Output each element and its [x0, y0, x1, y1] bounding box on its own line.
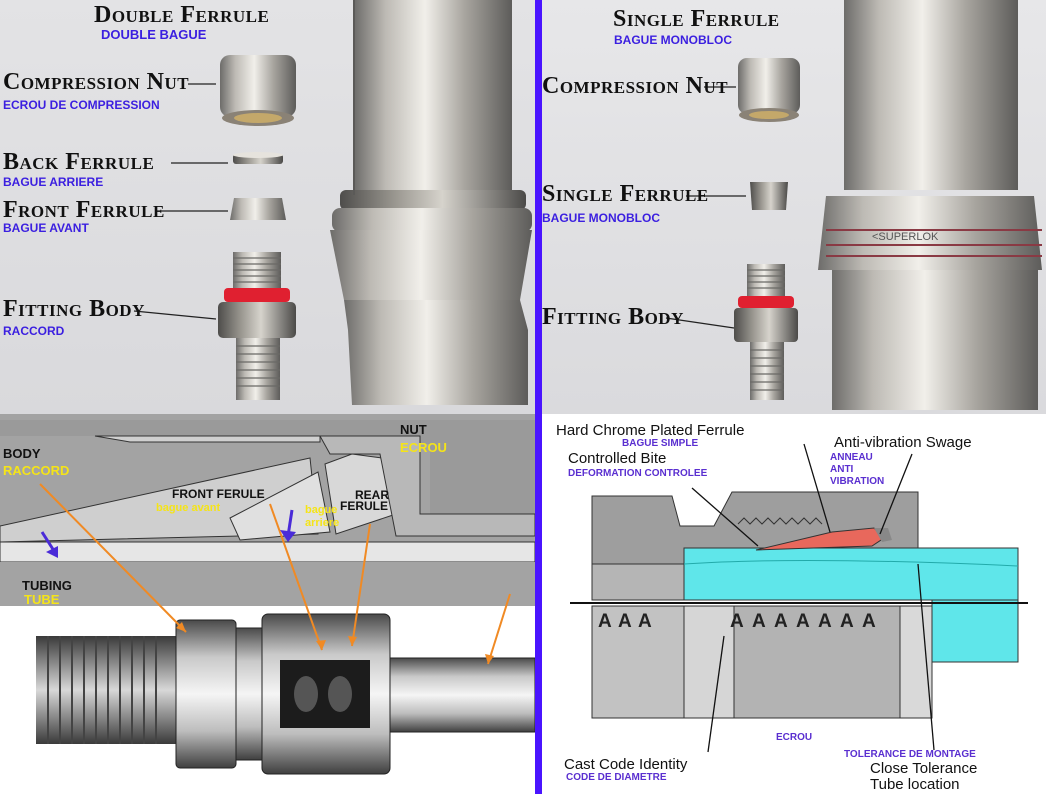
fitting-body-label-right: Fitting Body: [542, 304, 684, 330]
body-label: BODY: [3, 446, 41, 461]
ecrou-label: ECROU: [776, 732, 813, 743]
cast-code-label-fr: CODE DE DIAMETRE: [566, 772, 667, 783]
svg-text:A: A: [818, 611, 832, 632]
front-ferrule-label: Front Ferrule: [3, 197, 165, 223]
tube-section: [0, 541, 535, 563]
leader-lines-br: [691, 443, 935, 753]
rear-ferule-label-fr-1: bague: [305, 504, 338, 516]
close-tolerance-label-2: Tube location: [870, 776, 960, 793]
svg-text:A: A: [840, 611, 854, 632]
front-ferrule-photo: [230, 198, 286, 220]
svg-text:A: A: [618, 611, 632, 632]
double-ferrule-photo: [133, 0, 532, 405]
double-ferrule-title: Double Ferrule: [94, 2, 270, 28]
leader-lines-right: [665, 86, 746, 329]
anti-vibration-label-fr-1: ANNEAU: [830, 452, 873, 463]
tubing-label: TUBING: [22, 578, 72, 593]
svg-text:A: A: [730, 611, 744, 632]
front-ferule-label-fr: bague avant: [156, 502, 221, 514]
large-tube-assembly-right: <SUPERLOK: [818, 0, 1042, 410]
tube-cyan: [683, 547, 1019, 601]
compression-nut-label: Compression Nut: [3, 69, 190, 95]
nut-label: NUT: [400, 422, 427, 437]
svg-text:A: A: [796, 611, 810, 632]
nut-label-fr: ECROU: [400, 440, 447, 455]
front-ferrule-section: [229, 471, 331, 541]
svg-text:A: A: [774, 611, 788, 632]
controlled-bite-label-fr: DEFORMATION CONTROLEE: [568, 468, 708, 479]
single-ferrule-photo-part: [750, 182, 788, 210]
svg-text:A: A: [598, 611, 612, 632]
close-tolerance-label-1: Close Tolerance: [870, 760, 978, 777]
single-ferrule-title-fr: BAGUE MONOBLOC: [614, 33, 732, 47]
svg-text:A: A: [862, 611, 876, 632]
double-ferrule-panel: Double Ferrule DOUBLE BAGUE Compression …: [0, 0, 535, 414]
anti-vibration-label-fr-2: ANTI: [830, 464, 854, 475]
rear-ferule-label-1: REAR: [355, 488, 390, 502]
anti-vibration-label: Anti-vibration Swage: [834, 434, 972, 451]
tolerance-label-fr: TOLERANCE DE MONTAGE: [844, 749, 976, 760]
fitting-body-photo: [218, 252, 296, 400]
single-ferrule-photo: <SUPERLOK: [665, 0, 1042, 410]
nut-section: [319, 435, 535, 537]
back-ferrule-photo: [233, 152, 283, 164]
double-ferrule-title-fr: DOUBLE BAGUE: [101, 27, 207, 42]
fitting-body-label-fr: RACCORD: [3, 324, 65, 338]
cast-code-label: Cast Code Identity: [564, 756, 688, 773]
orange-arrowheads: [176, 622, 494, 664]
svg-text:A: A: [752, 611, 766, 632]
center-divider: [535, 0, 542, 794]
hard-chrome-label-fr: BAGUE SIMPLE: [622, 438, 699, 449]
anti-vibration-label-fr-3: VIBRATION: [830, 476, 885, 487]
rear-ferule-label-fr-2: arriere: [305, 517, 340, 529]
double-ferrule-cross-section: NUT ECROU BODY RACCORD FRONT FERULE bagu…: [0, 414, 535, 794]
superlok-engraving: <SUPERLOK: [872, 231, 939, 243]
front-ferrule-label-fr: BAGUE AVANT: [3, 221, 89, 235]
single-ferrule-label-fr: BAGUE MONOBLOC: [542, 211, 660, 225]
orange-arrows: [39, 483, 511, 665]
fitting-body-photo-right: [734, 264, 798, 400]
hard-chrome-label: Hard Chrome Plated Ferrule: [556, 422, 745, 439]
back-ferrule-label: Back Ferrule: [3, 149, 155, 175]
cutaway-fitting: [36, 613, 535, 775]
svg-text:A: A: [638, 611, 652, 632]
cross-section-drawing: [0, 414, 535, 775]
single-ferrule-panel: <SUPERLOK: [542, 0, 1046, 414]
controlled-bite-label: Controlled Bite: [568, 450, 667, 467]
fitting-body-label: Fitting Body: [3, 296, 145, 322]
compression-nut-photo-right: [738, 58, 800, 122]
back-ferrule-label-fr: BAGUE ARRIERE: [3, 175, 104, 189]
body-label-fr: RACCORD: [3, 463, 70, 478]
tubing-label-fr: TUBE: [24, 592, 60, 607]
rear-ferule-label-2: FERULE: [340, 499, 388, 513]
compression-nut-label-right: Compression Nut: [542, 73, 729, 99]
large-tube-assembly: [330, 0, 532, 405]
compression-nut-photo: [220, 55, 296, 126]
compression-nut-label-fr: ECROU DE COMPRESSION: [3, 98, 160, 112]
leader-lines: [133, 83, 228, 320]
front-ferule-label: FRONT FERULE: [172, 487, 265, 501]
single-ferrule-label: Single Ferrule: [542, 181, 709, 207]
single-ferrule-title: Single Ferrule: [613, 6, 780, 32]
